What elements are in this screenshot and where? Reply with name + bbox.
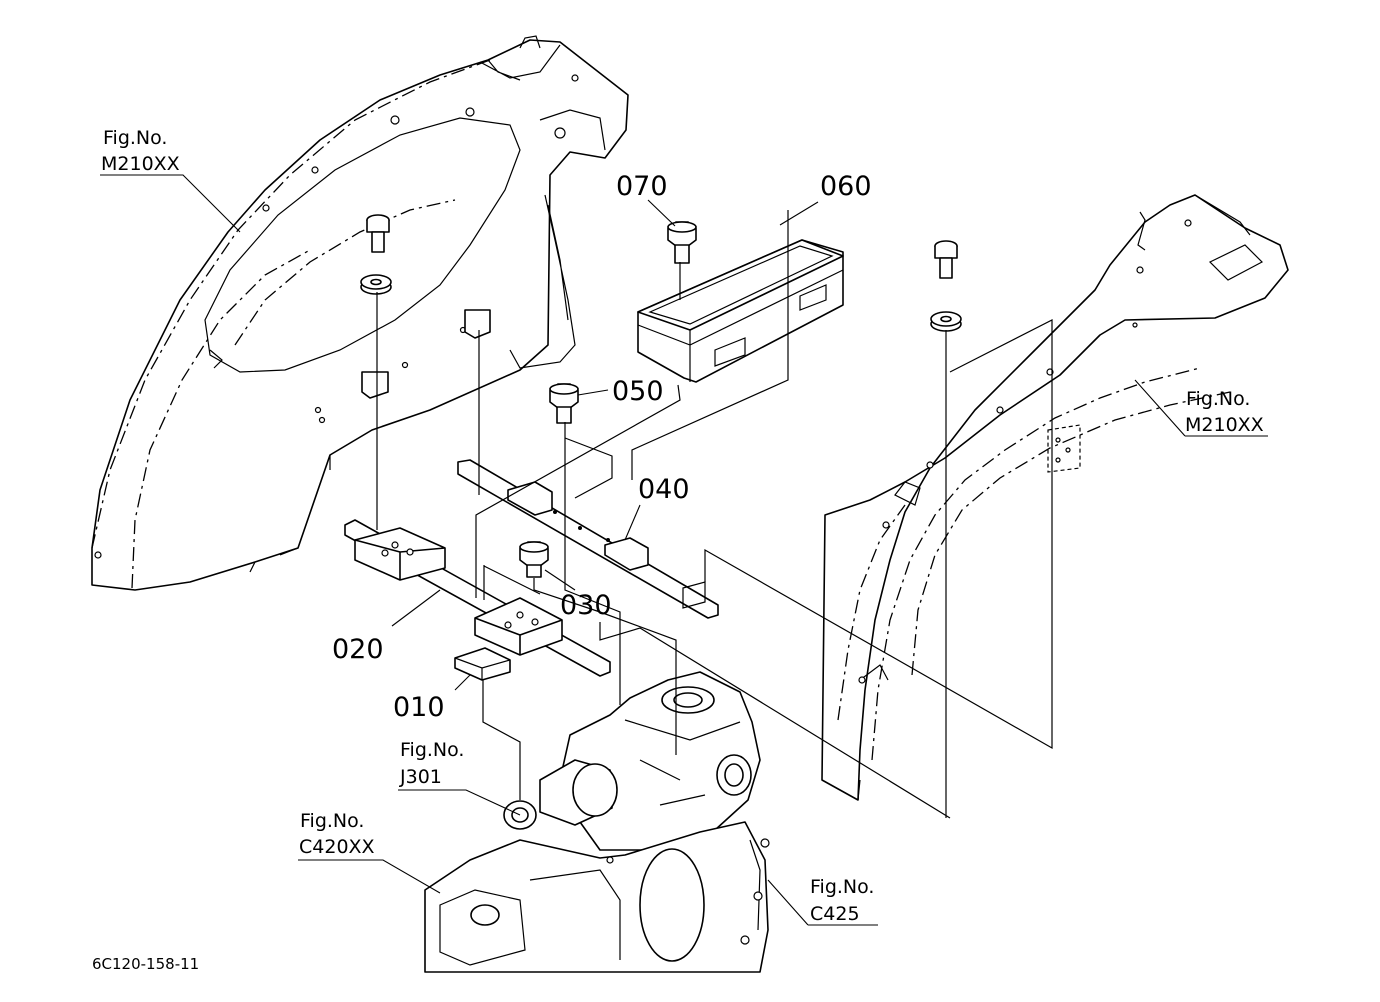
left-fender [91,35,629,591]
callout-050: 050 [612,376,664,407]
stay-040 [457,459,719,619]
diagram-code: 6C120-158-11 [92,955,199,973]
fig-ref-transmission-code: C420XX [299,836,375,858]
callout-010: 010 [393,692,445,723]
callout-070: 070 [616,171,668,202]
callout-020: 020 [332,634,384,665]
callout-030: 030 [560,590,612,621]
fig-ref-transmission-title: Fig.No. [300,810,364,832]
fender-brackets [361,309,491,399]
bolt-030 [519,541,549,578]
leader-lines [100,174,1268,926]
fig-ref-left-fender-code: M210XX [101,153,180,175]
fig-ref-right-fender-title: Fig.No. [1186,388,1250,410]
callouts: 070 060 050 040 030 020 010 [332,171,872,723]
stay-020 [344,519,611,677]
callout-060: 060 [820,171,872,202]
bolt-070 [667,221,697,264]
fig-ref-hydraulic-title: Fig.No. [400,739,464,761]
nut-010 [454,647,511,681]
right-fender [821,194,1289,801]
transmission-case [424,821,770,973]
assembly-lines [376,210,1053,819]
bolt-right-fender [930,240,962,332]
fig-ref-housing-title: Fig.No. [810,876,874,898]
fig-ref-hydraulic-code: J301 [399,766,442,788]
hydraulic-block [503,671,761,851]
callout-040: 040 [638,474,690,505]
fig-ref-right-fender-code: M210XX [1185,414,1264,436]
figure-references: Fig.No. M210XX Fig.No. M210XX Fig.No. J3… [101,127,1264,925]
bolt-left-fender [360,214,392,295]
bolt-050 [549,383,579,424]
fig-ref-housing-code: C425 [810,903,860,925]
tool-box-060 [637,239,844,383]
fig-ref-left-fender-title: Fig.No. [103,127,167,149]
